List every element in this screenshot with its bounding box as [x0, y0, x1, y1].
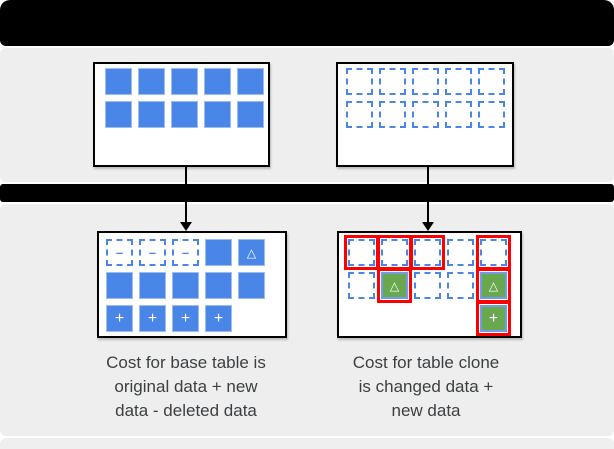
data-block-solid — [171, 101, 198, 128]
data-block-solid-plus: + — [106, 305, 133, 332]
data-block-dashed-red — [410, 235, 445, 270]
data-block-dashed-red — [476, 235, 511, 270]
middle-black-bar — [0, 184, 614, 202]
caption-line: Cost for base table is — [106, 353, 266, 372]
data-block-solid — [205, 239, 232, 266]
data-block-dashed-red — [377, 235, 412, 270]
data-block-dashed-minus: – — [172, 239, 199, 266]
table-clone-arrow-line — [427, 167, 429, 223]
data-block-dashed-minus: – — [139, 239, 166, 266]
data-block-dashed — [447, 272, 474, 299]
data-block-solid — [238, 272, 265, 299]
data-block-solid — [204, 68, 231, 95]
data-block-solid — [106, 272, 133, 299]
data-block-green-triangle-red: △ — [377, 268, 412, 303]
table-clone-before-box — [336, 62, 514, 167]
caption-line: data - deleted data — [115, 401, 257, 420]
data-block-dashed — [447, 239, 474, 266]
data-block-solid — [139, 272, 166, 299]
base-table-cost-caption: Cost for base table is original data + n… — [76, 351, 296, 423]
data-block-dashed — [379, 68, 406, 95]
data-block-green-triangle-red: △ — [476, 268, 511, 303]
data-block-dashed-minus: – — [106, 239, 133, 266]
data-block-row: –––△ — [106, 239, 285, 266]
data-block-solid — [204, 101, 231, 128]
data-block-solid — [138, 101, 165, 128]
data-block-dashed — [346, 68, 373, 95]
data-block-dashed — [379, 101, 406, 128]
data-block-solid-triangle: △ — [238, 239, 265, 266]
base-table-arrow-head-icon — [180, 222, 192, 231]
data-block-row: △△ — [348, 268, 520, 303]
caption-line: new data — [391, 401, 461, 420]
table-clone-cost-caption: Cost for table clone is changed data + n… — [316, 351, 536, 423]
data-block-solid — [105, 101, 132, 128]
data-block-solid — [172, 272, 199, 299]
data-block-row — [344, 235, 520, 270]
top-black-bar — [0, 0, 614, 46]
data-block-dashed — [445, 101, 472, 128]
data-block-solid-plus: + — [172, 305, 199, 332]
data-block-row: ++++ — [106, 305, 285, 332]
base-table-arrow-line — [185, 167, 187, 223]
data-block-solid-plus: + — [139, 305, 166, 332]
table-clone-after-box: △△+ — [337, 231, 522, 338]
data-block-solid — [237, 101, 264, 128]
caption-line: Cost for table clone — [352, 353, 500, 372]
data-block-dashed — [445, 68, 472, 95]
table-clone-arrow-head-icon — [422, 222, 434, 231]
data-block-row — [346, 101, 512, 128]
data-block-row — [346, 68, 512, 95]
caption-line: is changed data + — [358, 377, 494, 396]
data-block-dashed — [478, 101, 505, 128]
data-block-dashed — [348, 272, 375, 299]
data-block-row — [105, 68, 268, 95]
data-block-solid — [105, 68, 132, 95]
data-block-dashed — [412, 68, 439, 95]
data-block-dashed — [414, 272, 441, 299]
data-block-solid — [237, 68, 264, 95]
data-block-row — [106, 272, 285, 299]
data-block-solid — [138, 68, 165, 95]
data-block-green-plus-red: + — [476, 301, 511, 336]
data-block-dashed-red — [344, 235, 379, 270]
data-block-dashed — [412, 101, 439, 128]
data-block-solid — [205, 272, 232, 299]
data-block-dashed — [346, 101, 373, 128]
base-table-after-box: –––△++++ — [97, 231, 287, 338]
data-block-solid-plus: + — [205, 305, 232, 332]
base-table-before-box — [93, 62, 270, 167]
bottom-gray-strip — [0, 438, 614, 449]
caption-line: original data + new — [114, 377, 258, 396]
data-block-solid — [171, 68, 198, 95]
data-block-row: + — [348, 301, 520, 336]
data-block-row — [105, 101, 268, 128]
data-block-dashed — [478, 68, 505, 95]
